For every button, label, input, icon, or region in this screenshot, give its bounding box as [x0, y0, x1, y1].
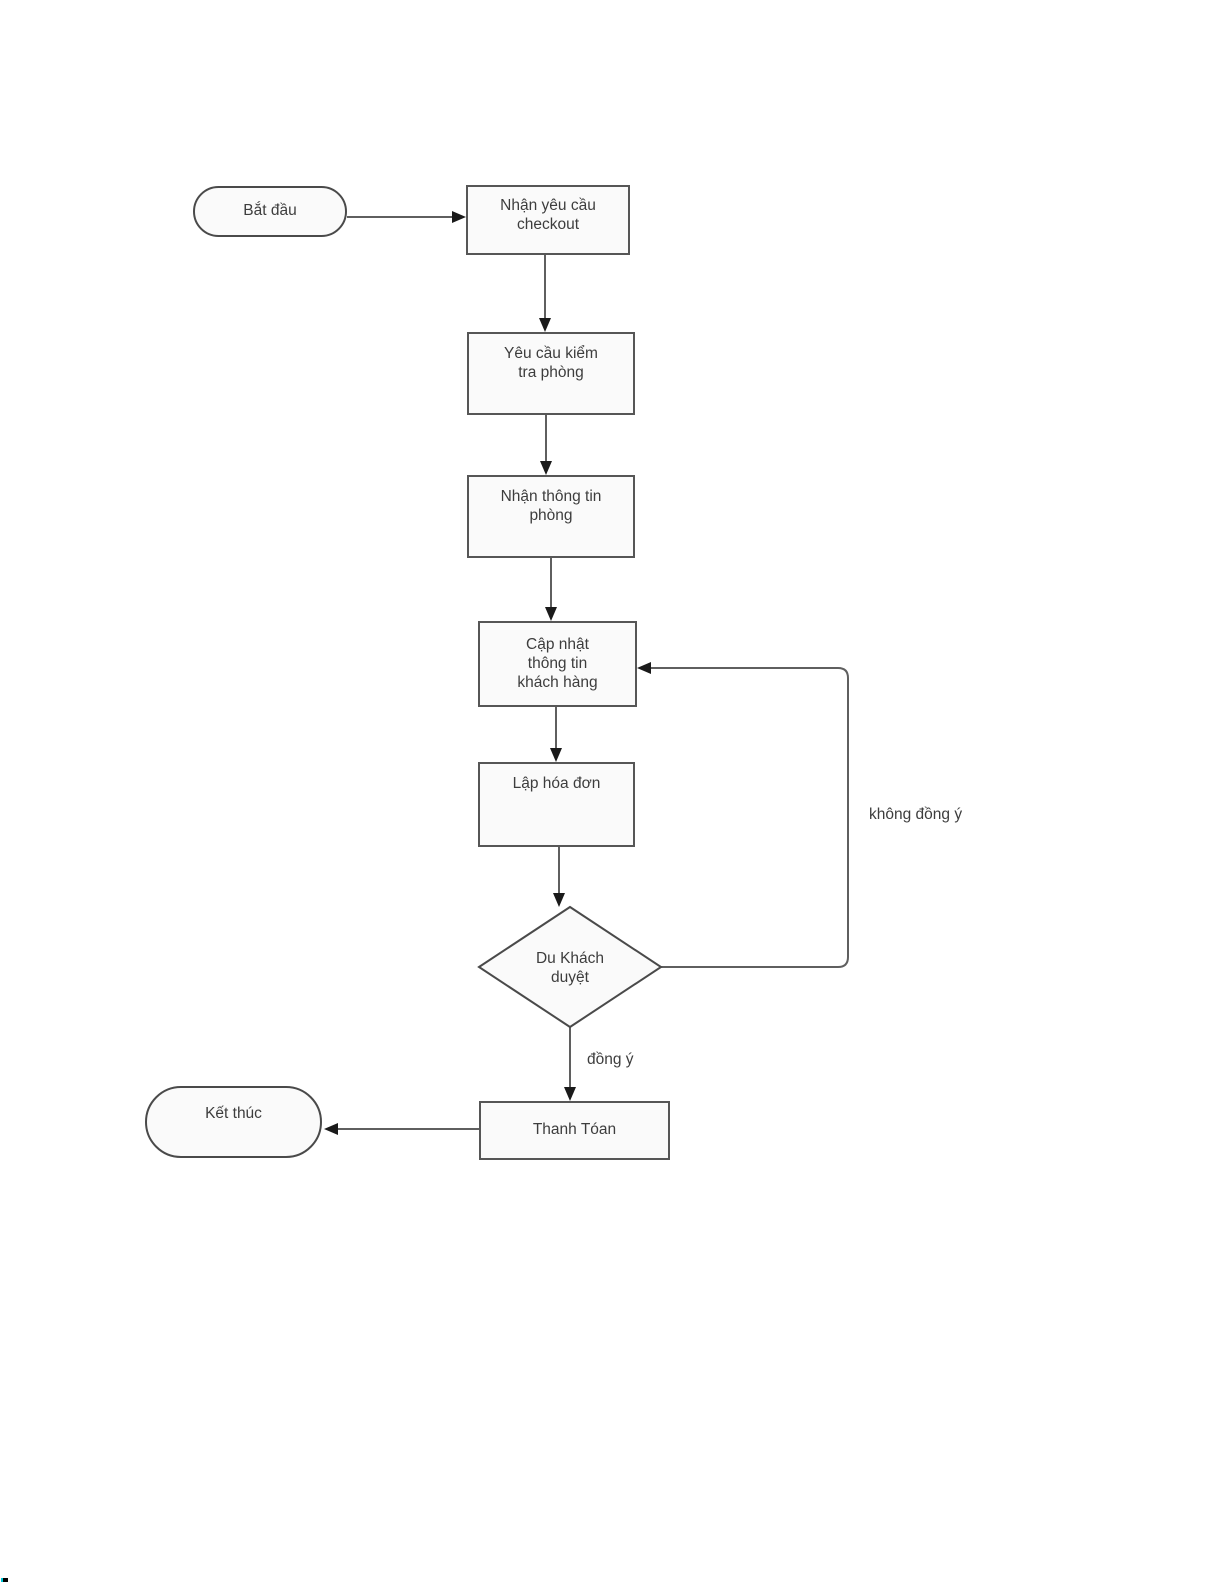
edge-label-agree: đồng ý: [587, 1051, 634, 1068]
node-label-line: Thanh Tóan: [532, 1121, 617, 1138]
node-update-customer-info: Cập nhật thông tin khách hàng: [478, 621, 637, 707]
node-label-line: Du Khách: [535, 950, 605, 967]
node-label-line: Cập nhật: [526, 636, 589, 653]
page-artifact-dot: [3, 1578, 8, 1582]
node-decision-guest-review: Du Khách duyệt: [490, 949, 650, 987]
node-end: Kết thúc: [145, 1086, 322, 1158]
arrowhead-down-icon: [540, 461, 552, 475]
node-label-line: Nhận yêu cầu: [500, 197, 596, 214]
node-label-line: thông tin: [527, 655, 588, 672]
node-label-line: tra phòng: [518, 364, 584, 381]
node-label-line: checkout: [516, 216, 580, 233]
node-end-label: Kết thúc: [205, 1105, 262, 1122]
arrowhead-left-icon: [637, 662, 651, 674]
arrowhead-right-icon: [452, 211, 466, 223]
node-receive-room-info: Nhận thông tin phòng: [467, 475, 635, 558]
arrowhead-left-icon: [324, 1123, 338, 1135]
node-start-label: Bắt đầu: [243, 202, 297, 219]
node-request-room-check: Yêu cầu kiểm tra phòng: [467, 332, 635, 415]
node-payment: Thanh Tóan: [479, 1101, 670, 1160]
node-label-line: Lập hóa đơn: [512, 775, 601, 792]
node-label-line: duyệt: [551, 969, 589, 986]
decision-diamond-shape: [477, 905, 663, 1029]
node-receive-checkout-request: Nhận yêu cầu checkout: [466, 185, 630, 255]
arrowhead-down-icon: [564, 1087, 576, 1101]
arrowhead-down-icon: [545, 607, 557, 621]
node-create-invoice: Lập hóa đơn: [478, 762, 635, 847]
node-label-line: phòng: [529, 507, 573, 524]
arrowhead-down-icon: [539, 318, 551, 332]
arrowhead-down-icon: [550, 748, 562, 762]
node-label-line: Yêu cầu kiểm: [504, 345, 598, 362]
node-label-line: khách hàng: [517, 674, 598, 691]
node-start: Bắt đầu: [193, 186, 347, 237]
connector-decision-loop-to-update-customer: [650, 667, 849, 968]
arrowhead-down-icon: [553, 893, 565, 907]
edge-label-disagree: không đồng ý: [869, 806, 963, 823]
node-label-line: Nhận thông tin: [500, 488, 602, 505]
